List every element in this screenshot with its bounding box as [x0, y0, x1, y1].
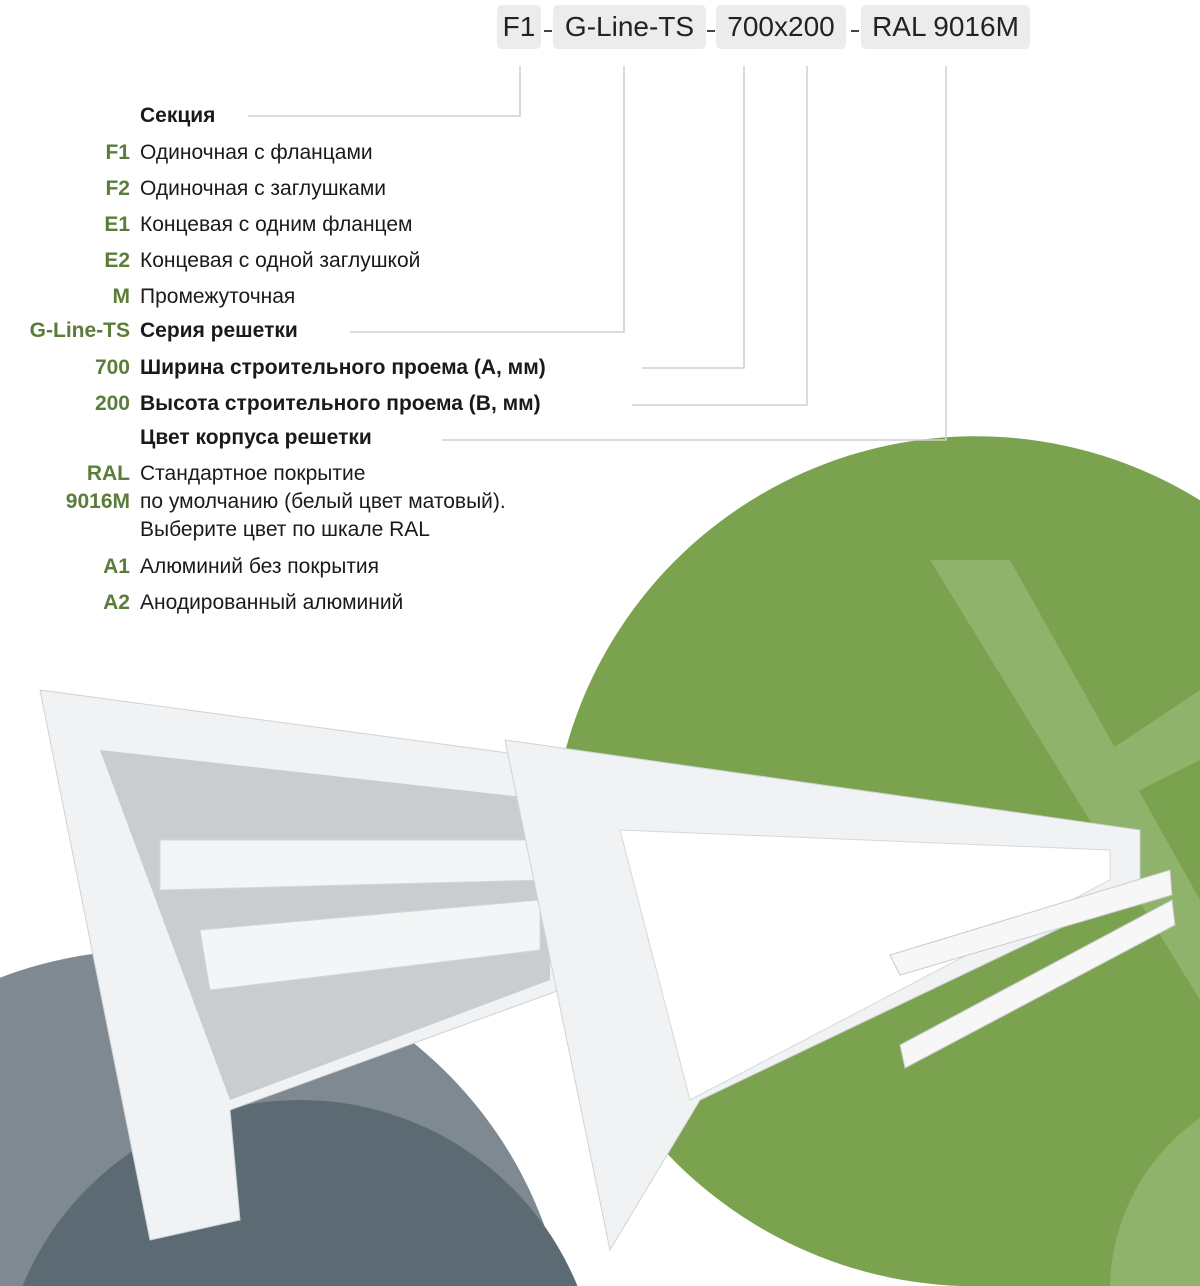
legend-text: по умолчанию (белый цвет матовый). [140, 490, 506, 513]
legend-code: G-Line-TS [29, 319, 130, 342]
code-part-size: 700x200 [716, 5, 846, 49]
legend-text: Концевая с одной заглушкой [140, 249, 421, 272]
legend-code: 700 [94, 356, 130, 379]
legend-heading: Ширина строительного проема (А, мм) [140, 356, 546, 379]
legend-code: F1 [105, 141, 130, 164]
legend-text: Концевая с одним фланцем [140, 213, 413, 236]
grille-product-image [39, 689, 1176, 1252]
legend-heading: Секция [140, 104, 216, 127]
legend-code: 9016M [65, 490, 130, 513]
legend-code: 200 [94, 392, 130, 415]
legend-text: Выберите цвет по шкале RAL [140, 518, 430, 541]
legend-text: Одиночная с заглушками [140, 177, 387, 200]
connector-lines [248, 66, 947, 441]
legend-text: Алюминий без покрытия [140, 555, 380, 578]
legend-heading: Цвет корпуса решетки [140, 426, 372, 449]
legend-text: Промежуточная [140, 285, 296, 308]
legend-heading: Высота строительного проема (В, мм) [140, 392, 541, 415]
legend-code: A1 [103, 555, 130, 578]
code-part-color: RAL 9016M [861, 5, 1030, 49]
code-separator [544, 30, 552, 32]
code-separator [851, 30, 859, 32]
legend-text: Стандартное покрытие [140, 462, 366, 485]
legend-heading: Серия решетки [140, 319, 298, 342]
code-separator [707, 30, 715, 32]
legend-code: F2 [105, 177, 130, 200]
legend-text: Анодированный алюминий [140, 591, 404, 614]
legend-code: A2 [103, 591, 130, 614]
legend-code: E2 [104, 249, 130, 272]
code-part-series: G-Line-TS [553, 5, 706, 49]
legend-code: RAL [86, 462, 130, 485]
legend-code: E1 [104, 213, 130, 236]
legend-code: M [112, 285, 131, 308]
code-part-section: F1 [497, 5, 541, 49]
legend-text: Одиночная с фланцами [140, 141, 373, 164]
